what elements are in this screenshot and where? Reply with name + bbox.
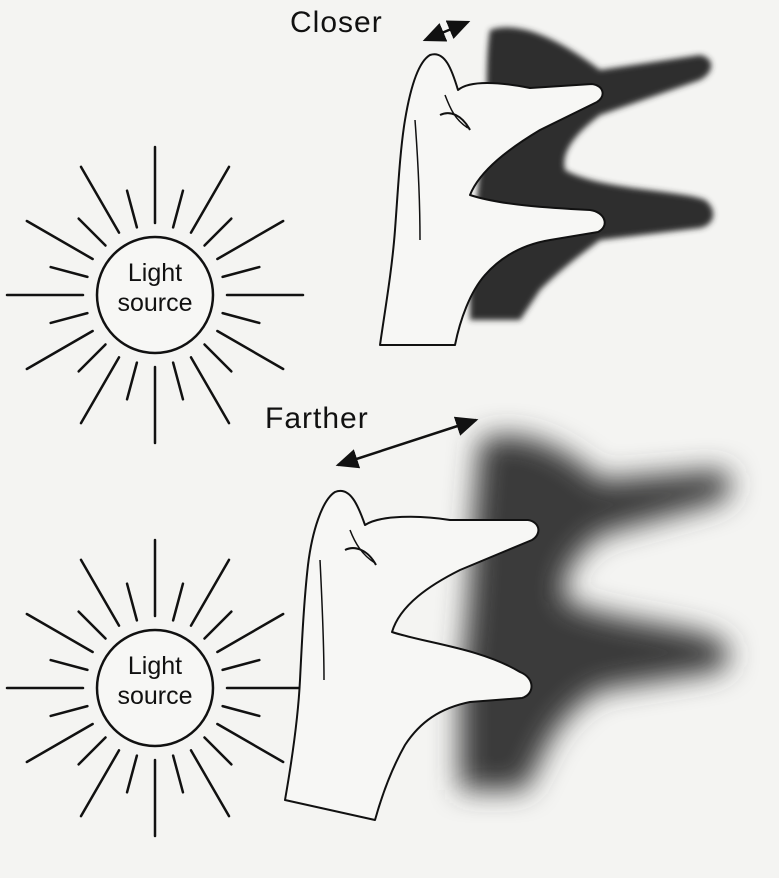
sun-ray <box>51 267 88 277</box>
light-source-label: Light source <box>95 651 215 711</box>
sun-ray <box>27 331 93 369</box>
sun-ray <box>217 724 283 762</box>
sun-ray <box>79 737 106 764</box>
light-source-label: Light source <box>95 258 215 318</box>
sun-ray <box>191 560 229 626</box>
sun-ray <box>79 344 106 371</box>
sun-ray <box>127 584 137 621</box>
sun-ray <box>191 167 229 233</box>
sun-ray <box>81 560 119 626</box>
sun-ray <box>127 191 137 228</box>
sun-ray <box>191 750 229 816</box>
blurry-hand-shadow <box>460 436 731 790</box>
sun-ray <box>127 363 137 400</box>
sun-ray <box>217 614 283 652</box>
sun-ray <box>81 167 119 233</box>
sun-ray <box>204 612 231 639</box>
sun-ray <box>27 221 93 259</box>
sun-ray <box>204 737 231 764</box>
light-source-label-line1: Light <box>95 651 215 681</box>
sun-ray <box>223 267 260 277</box>
sun-ray <box>27 614 93 652</box>
sun-ray <box>51 660 88 670</box>
sun-ray <box>223 313 260 323</box>
sun-ray <box>81 750 119 816</box>
sun-ray <box>204 219 231 246</box>
sun-ray <box>79 219 106 246</box>
sun-ray <box>127 756 137 793</box>
light-source-label-line1: Light <box>95 258 215 288</box>
sun-ray <box>173 584 183 621</box>
sun-ray <box>217 221 283 259</box>
sun-ray <box>51 313 88 323</box>
sun-ray <box>173 191 183 228</box>
sun-ray <box>223 660 260 670</box>
sun-ray <box>81 357 119 423</box>
sun-ray <box>173 756 183 793</box>
light-source-label-line2: source <box>95 681 215 711</box>
light-source-label-line2: source <box>95 288 215 318</box>
closer-arrow <box>425 22 468 40</box>
top-panel <box>7 22 713 443</box>
sun-ray <box>204 344 231 371</box>
farther-label: Farther <box>265 402 369 436</box>
sun-ray <box>51 706 88 716</box>
closer-label: Closer <box>290 6 383 40</box>
sun-ray <box>173 363 183 400</box>
sun-ray <box>223 706 260 716</box>
sun-ray <box>27 724 93 762</box>
sharp-hand-shadow <box>470 27 713 320</box>
bottom-panel <box>7 420 731 836</box>
sun-ray <box>191 357 229 423</box>
sun-ray <box>79 612 106 639</box>
sun-ray <box>217 331 283 369</box>
